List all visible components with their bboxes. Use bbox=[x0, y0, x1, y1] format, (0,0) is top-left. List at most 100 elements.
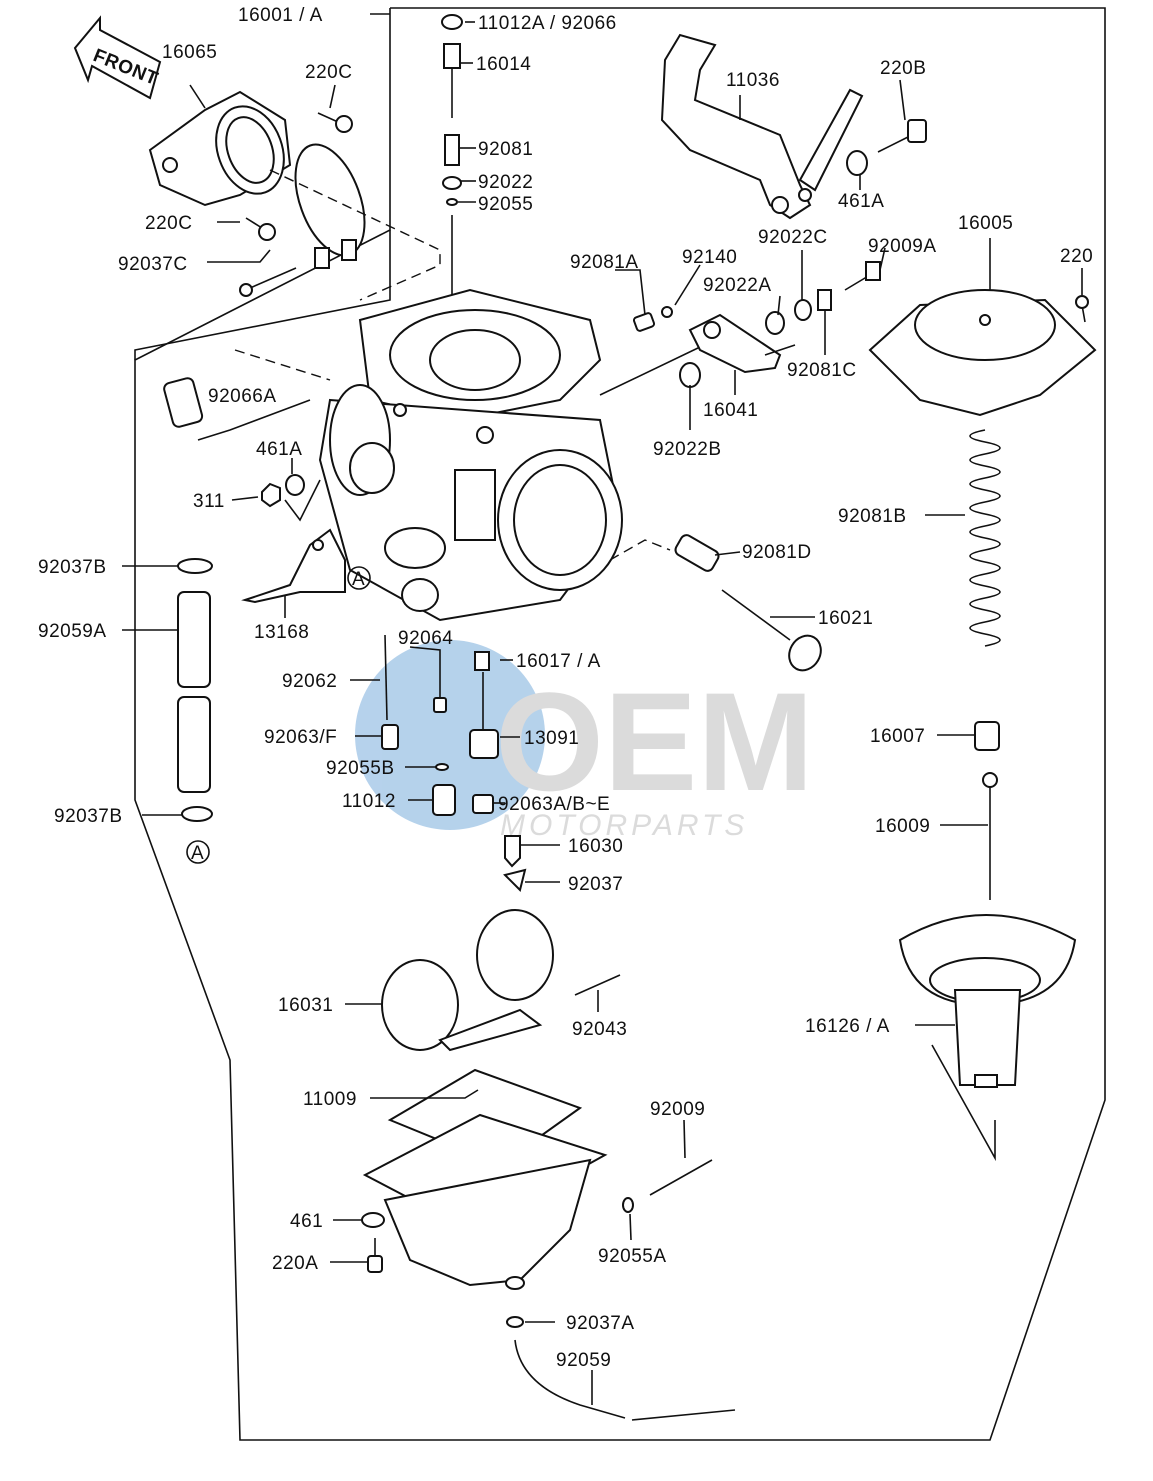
alignment-dashes-3 bbox=[609, 539, 671, 561]
label-16005: 16005 bbox=[958, 213, 1013, 234]
marker-a-body-text: A bbox=[352, 569, 365, 590]
label-13168: 13168 bbox=[254, 622, 309, 643]
label-92009: 92009 bbox=[650, 1099, 705, 1120]
label-16001-a: 16001 / A bbox=[238, 5, 323, 26]
clip-92081c bbox=[817, 289, 832, 311]
part-labels: 16001 / A 11012A / 92066 16014 92081 920… bbox=[38, 5, 1093, 1371]
label-92059: 92059 bbox=[556, 1350, 611, 1371]
label-11009: 11009 bbox=[303, 1089, 357, 1110]
needle-jet-holder bbox=[974, 721, 1000, 751]
screw-92037c bbox=[239, 267, 297, 297]
washer-92022b bbox=[679, 362, 701, 388]
label-11012a-92066: 11012A / 92066 bbox=[478, 13, 617, 34]
label-461a-right: 461A bbox=[838, 191, 884, 212]
label-16021: 16021 bbox=[818, 608, 873, 629]
leader-lines bbox=[122, 21, 1083, 1405]
label-92063a-b-e: 92063A/B~E bbox=[498, 794, 610, 815]
label-461: 461 bbox=[290, 1211, 323, 1232]
washer-92022c bbox=[794, 299, 812, 321]
washer-461 bbox=[361, 1212, 385, 1228]
front-arrow-tag: FRONT bbox=[73, 15, 162, 100]
label-92059a: 92059A bbox=[38, 621, 107, 642]
label-16014: 16014 bbox=[476, 54, 531, 75]
watermark-sub: MOTORPARTS bbox=[500, 809, 748, 842]
label-220: 220 bbox=[1060, 246, 1093, 267]
screw-220a bbox=[367, 1238, 383, 1273]
label-16009: 16009 bbox=[875, 816, 930, 837]
label-16065: 16065 bbox=[162, 42, 217, 63]
label-92081b: 92081B bbox=[838, 506, 907, 527]
alignment-dashes-2 bbox=[234, 349, 331, 381]
label-16031: 16031 bbox=[278, 995, 333, 1016]
cap-92066a bbox=[163, 377, 204, 428]
label-92066a: 92066A bbox=[208, 386, 277, 407]
hose-92059 bbox=[514, 1339, 736, 1421]
spring-92081b bbox=[969, 429, 1001, 647]
jets-cluster bbox=[381, 634, 527, 892]
label-92037a: 92037A bbox=[566, 1313, 635, 1334]
label-92055: 92055 bbox=[478, 194, 533, 215]
carburetor-body bbox=[318, 288, 623, 622]
label-11012: 11012 bbox=[342, 791, 396, 812]
pin-92043 bbox=[574, 974, 621, 996]
label-220c-upper: 220C bbox=[305, 62, 352, 83]
frame-border bbox=[134, 7, 1106, 1441]
label-16017-a: 16017 / A bbox=[516, 651, 601, 672]
label-92037c: 92037C bbox=[118, 254, 188, 275]
label-92081: 92081 bbox=[478, 139, 533, 160]
label-461a-left: 461A bbox=[256, 439, 302, 460]
alignment-dashes bbox=[269, 169, 441, 301]
leader-311-v bbox=[284, 479, 321, 522]
float-bowl bbox=[362, 1068, 608, 1290]
label-92022b: 92022B bbox=[653, 439, 722, 460]
intake-inset-border bbox=[134, 230, 391, 360]
label-311: 311 bbox=[193, 491, 225, 512]
label-92081c: 92081C bbox=[787, 360, 857, 381]
label-92037b-lower: 92037B bbox=[54, 806, 123, 827]
label-16007: 16007 bbox=[870, 726, 925, 747]
spring-92081a bbox=[632, 312, 656, 332]
oem-watermark: OEM MOTORPARTS bbox=[355, 640, 814, 842]
label-13091: 13091 bbox=[524, 728, 579, 749]
ring-92140 bbox=[661, 306, 673, 318]
washer-461a-left bbox=[285, 474, 305, 496]
label-92037b-upper: 92037B bbox=[38, 557, 107, 578]
screw-220c-lower bbox=[245, 217, 276, 241]
label-92055a: 92055A bbox=[598, 1246, 667, 1267]
label-92022: 92022 bbox=[478, 172, 533, 193]
intake-clamp bbox=[294, 143, 366, 269]
bracket-11036 bbox=[660, 33, 864, 220]
ring-92055a bbox=[622, 1197, 634, 1213]
spring-92081d bbox=[674, 534, 720, 572]
label-92081a: 92081A bbox=[570, 252, 639, 273]
marker-a-hose-text: A bbox=[191, 843, 204, 864]
label-220a: 220A bbox=[272, 1253, 318, 1274]
label-16030: 16030 bbox=[568, 836, 623, 857]
washer-92022a bbox=[765, 311, 785, 335]
label-92037: 92037 bbox=[568, 874, 623, 895]
marker-a-body: A bbox=[347, 566, 371, 590]
throttle-shaft bbox=[599, 313, 796, 396]
washer-461a-right bbox=[846, 150, 868, 176]
label-92009a: 92009A bbox=[868, 236, 937, 257]
label-16126-a: 16126 / A bbox=[805, 1016, 890, 1037]
label-92062: 92062 bbox=[282, 671, 337, 692]
drain-screw-92009 bbox=[649, 1159, 713, 1196]
label-92055b: 92055B bbox=[326, 758, 395, 779]
nut-311 bbox=[261, 482, 281, 508]
screw-220c-upper bbox=[317, 112, 353, 133]
screw-92009a bbox=[844, 261, 881, 291]
label-92081d: 92081D bbox=[742, 542, 812, 563]
watermark-brand: OEM bbox=[495, 663, 814, 820]
label-92140: 92140 bbox=[682, 247, 737, 268]
label-92022a: 92022A bbox=[703, 275, 772, 296]
label-92064: 92064 bbox=[398, 628, 453, 649]
intake-holder bbox=[148, 90, 292, 207]
pilot-screw-16021 bbox=[721, 589, 822, 672]
piston-16126 bbox=[898, 914, 1077, 1088]
jet-needle bbox=[982, 772, 998, 900]
hose-92059a bbox=[177, 558, 213, 822]
piston-arrow bbox=[931, 1044, 996, 1162]
label-92043: 92043 bbox=[572, 1019, 627, 1040]
